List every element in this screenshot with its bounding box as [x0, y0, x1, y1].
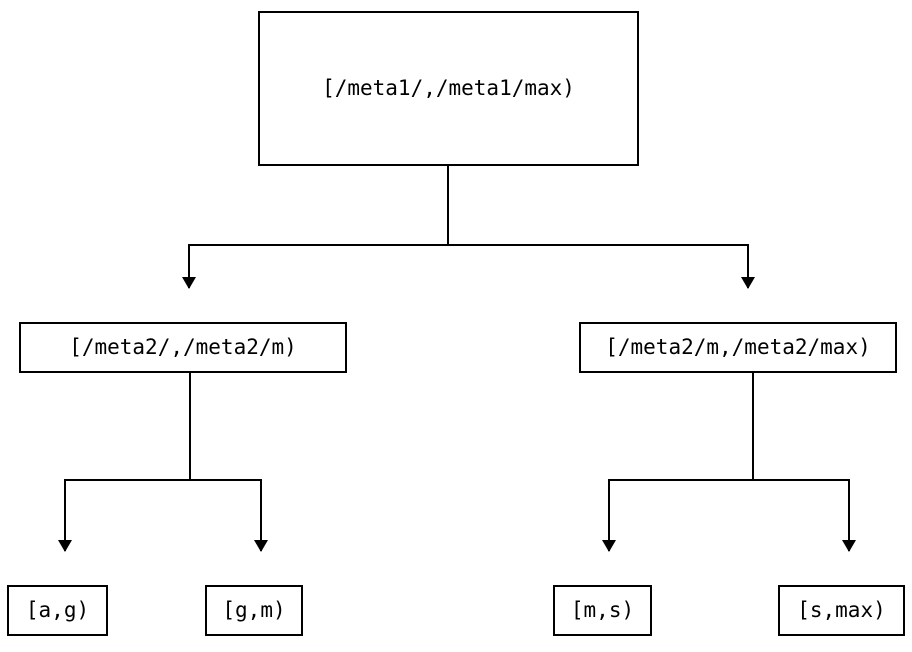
- edge-mid-left-to-leaf-1: [58, 373, 191, 552]
- tree-node-leaf-1: [a,g): [7, 585, 108, 636]
- tree-node-leaf-2-label: [g,m): [222, 598, 286, 622]
- tree-node-leaf-3-label: [m,s): [570, 598, 635, 622]
- tree-node-mid-right: [/meta2/m,/meta2/max): [579, 322, 897, 373]
- tree-node-root: [/meta1/,/meta1/max): [258, 11, 639, 166]
- tree-node-mid-left-label: [/meta2/,/meta2/m): [69, 335, 297, 359]
- edge-mid-right-to-leaf-4: [753, 479, 856, 552]
- edge-mid-right-to-leaf-3: [602, 373, 754, 552]
- edge-mid-left-to-leaf-2: [190, 479, 268, 552]
- tree-node-root-label: [/meta1/,/meta1/max): [322, 76, 575, 100]
- tree-node-leaf-3: [m,s): [553, 585, 652, 636]
- tree-node-leaf-2: [g,m): [205, 585, 303, 636]
- tree-node-mid-right-label: [/meta2/m,/meta2/max): [605, 335, 871, 359]
- edge-root-to-mid-right: [448, 244, 755, 289]
- tree-node-leaf-1-label: [a,g): [25, 598, 90, 622]
- tree-node-leaf-4: [s,max): [778, 585, 905, 636]
- edge-root-to-mid-left: [182, 166, 449, 289]
- tree-node-mid-left: [/meta2/,/meta2/m): [19, 322, 347, 373]
- tree-node-leaf-4-label: [s,max): [797, 598, 886, 622]
